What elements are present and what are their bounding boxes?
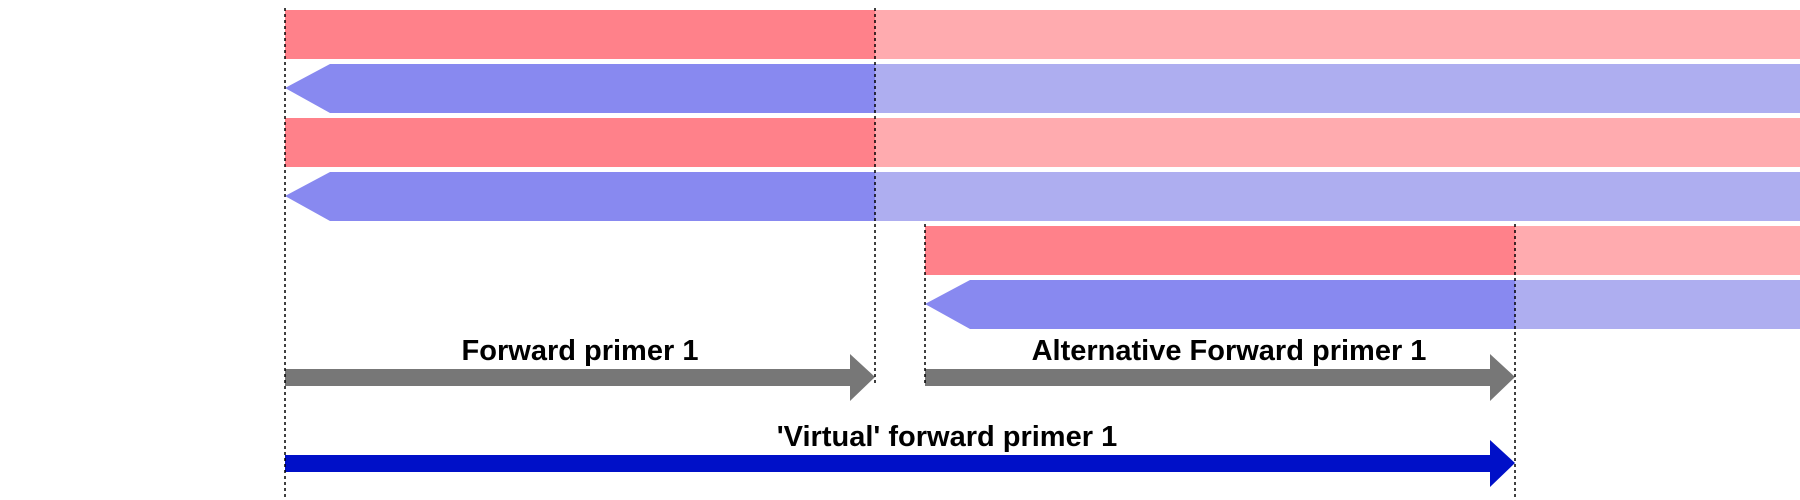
virtual-forward-primer-label: 'Virtual' forward primer 1 <box>777 421 1117 453</box>
fragment-3-forward-strand-primer-region <box>925 226 1515 275</box>
alternative-forward-primer-label: Alternative Forward primer 1 <box>1032 335 1427 367</box>
fragment-3-reverse-strand-primer-region <box>925 280 1515 329</box>
guide-lines <box>284 8 1516 500</box>
fragment-2 <box>285 118 1800 221</box>
alternative-forward-primer-arrow-head <box>1490 354 1515 401</box>
fragment-2-forward-strand-primer-region <box>285 118 875 167</box>
fragment-1 <box>285 10 1800 113</box>
fragment-2-reverse-strand-primer-region <box>285 172 875 221</box>
fragment-3-forward-strand-rest <box>1515 226 1800 275</box>
forward-primer-arrow-head <box>850 354 875 401</box>
alternative-forward-primer-arrow <box>925 354 1515 401</box>
fragment-1-forward-strand-primer-region <box>285 10 875 59</box>
fragment-1-reverse-strand <box>875 64 1800 113</box>
fragment-3-reverse-strand <box>1515 280 1800 329</box>
fragment-2-forward-strand-rest <box>875 118 1800 167</box>
forward-primer-arrow <box>285 354 875 401</box>
virtual-forward-primer-arrow-head <box>1490 440 1515 487</box>
fragment-3 <box>925 226 1800 329</box>
forward-primer-arrow-shaft <box>285 369 853 386</box>
fragment-1-reverse-strand-primer-region <box>285 64 875 113</box>
forward-primer-label: Forward primer 1 <box>462 335 699 367</box>
alternative-forward-primer-arrow-shaft <box>925 369 1493 386</box>
virtual-forward-primer-arrow <box>285 440 1515 487</box>
fragment-1-forward-strand-rest <box>875 10 1800 59</box>
virtual-forward-primer-arrow-shaft <box>285 455 1493 472</box>
fragment-2-reverse-strand <box>875 172 1800 221</box>
